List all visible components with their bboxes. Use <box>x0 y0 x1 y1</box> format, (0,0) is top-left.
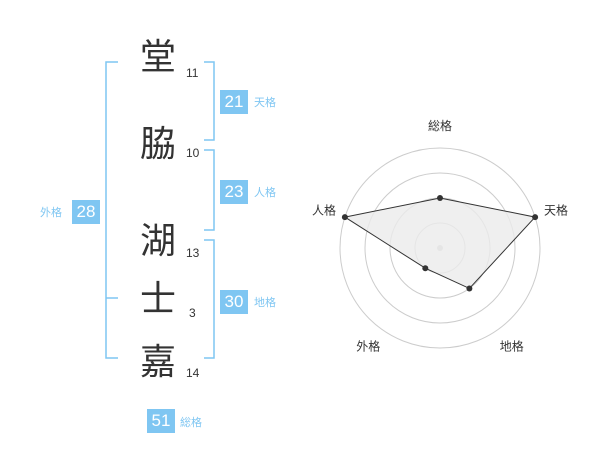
gaikaku-label: 外格 <box>40 206 62 219</box>
tenkaku-bracket <box>204 61 215 141</box>
radar-point-3 <box>466 285 473 292</box>
radar-point-2 <box>532 214 539 221</box>
gaikaku-value: 28 <box>72 200 100 224</box>
stroke-count-3: 13 <box>186 246 200 260</box>
tenkaku-label: 天格 <box>254 96 276 109</box>
tenkaku-value: 21 <box>220 90 248 114</box>
chikaku-bracket <box>204 239 215 359</box>
radar-point-4 <box>422 265 429 272</box>
radar-axis-label-4: 外格 <box>356 339 380 354</box>
radar-area <box>343 197 537 290</box>
radar-axis-label-1: 総格 <box>428 118 452 133</box>
radar-ring-4 <box>339 147 541 349</box>
name-char-1: 堂 <box>139 37 176 78</box>
soukaku-label: 総格 <box>180 416 202 429</box>
radar-ring-3 <box>364 172 516 324</box>
stroke-count-5: 14 <box>186 366 200 380</box>
name-char-3: 湖 <box>139 221 176 262</box>
gaikaku-bracket <box>105 61 118 359</box>
name-char-5: 嘉 <box>139 342 176 383</box>
stroke-count-1: 11 <box>186 66 199 80</box>
chikaku-label: 地格 <box>254 296 276 309</box>
soukaku-value: 51 <box>147 409 175 433</box>
radar-point-1 <box>437 195 443 201</box>
radar-axis-label-2: 天格 <box>544 202 568 217</box>
jinkaku-value: 23 <box>220 180 248 204</box>
name-char-4: 士 <box>139 279 176 320</box>
stroke-count-4: 3 <box>189 306 196 320</box>
stroke-count-2: 10 <box>186 146 200 160</box>
radar-point-5 <box>341 214 348 221</box>
radar-axis-label-5: 人格 <box>312 202 336 217</box>
chikaku-value: 30 <box>220 290 248 314</box>
jinkaku-bracket <box>204 149 215 231</box>
name-char-2: 脇 <box>139 124 176 165</box>
radar-axis-label-3: 地格 <box>500 339 524 354</box>
jinkaku-label: 人格 <box>254 186 276 199</box>
